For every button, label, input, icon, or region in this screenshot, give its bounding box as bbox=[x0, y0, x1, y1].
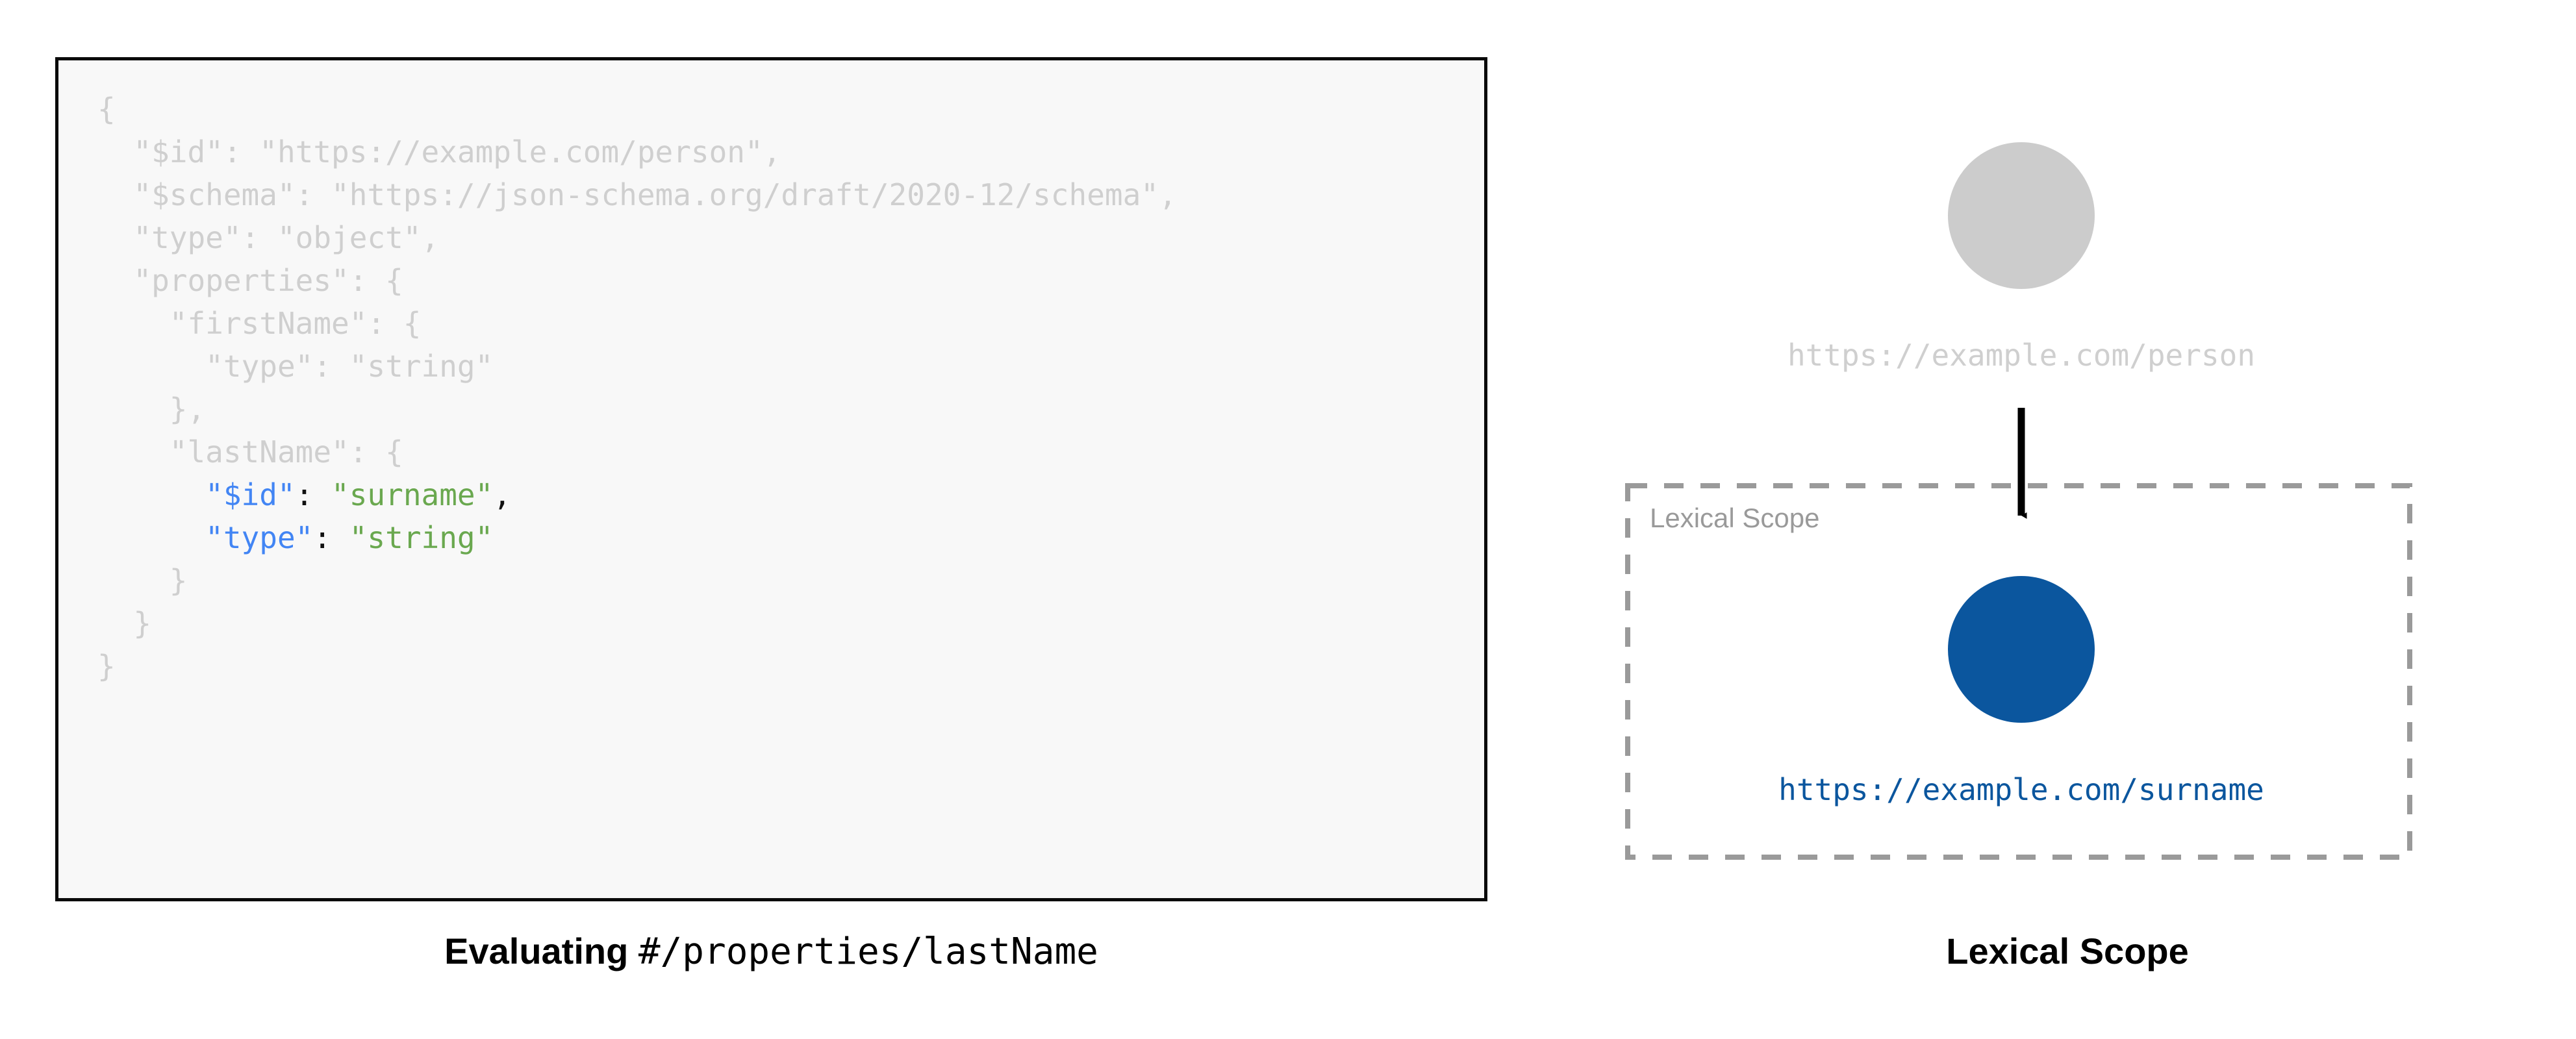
code-line: "$id": "surname", bbox=[97, 473, 1177, 516]
code-text-dim: "type": "string" bbox=[97, 349, 494, 384]
code-line: "type": "object", bbox=[97, 216, 1177, 259]
code-text-dim: }, bbox=[97, 392, 206, 427]
code-text-dim: } bbox=[97, 649, 116, 684]
code-line: "type": "string" bbox=[97, 516, 1177, 559]
lexical-scope-diagram: Lexical Scope https://example.com/person… bbox=[1559, 0, 2576, 922]
code-key: "$id" bbox=[205, 477, 296, 512]
code-colon: : bbox=[295, 477, 332, 512]
code-line: "lastName": { bbox=[97, 431, 1177, 473]
code-line: } bbox=[97, 559, 1177, 602]
caption-right-text: Lexical Scope bbox=[1946, 931, 2189, 971]
code-string-value: "surname" bbox=[331, 477, 494, 512]
code-line: } bbox=[97, 602, 1177, 645]
code-line: { bbox=[97, 88, 1177, 131]
code-line: "type": "string" bbox=[97, 345, 1177, 388]
json-code-listing[interactable]: { "$id": "https://example.com/person", "… bbox=[97, 88, 1177, 688]
code-text-dim: "type": "object", bbox=[97, 220, 440, 255]
code-text-dim: "$schema": "https://json-schema.org/draf… bbox=[97, 177, 1177, 212]
caption-left-pointer: #/properties/lastName bbox=[638, 931, 1098, 973]
code-text-dim: } bbox=[97, 563, 188, 598]
code-text-dim: "properties": { bbox=[97, 263, 403, 298]
caption-left-space bbox=[628, 931, 638, 971]
caption-left: Evaluating #/properties/lastName bbox=[55, 930, 1487, 973]
caption-right: Lexical Scope bbox=[1559, 930, 2576, 972]
caption-left-bold: Evaluating bbox=[444, 931, 629, 971]
code-line: } bbox=[97, 645, 1177, 688]
code-line: "properties": { bbox=[97, 259, 1177, 302]
lexical-scope-tag: Lexical Scope bbox=[1650, 503, 1820, 533]
code-key: "type" bbox=[205, 520, 314, 555]
code-text-dim: { bbox=[97, 92, 116, 127]
code-line: "$id": "https://example.com/person", bbox=[97, 131, 1177, 173]
code-indent bbox=[97, 477, 205, 512]
code-text-dim: "lastName": { bbox=[97, 434, 403, 469]
code-line: "firstName": { bbox=[97, 302, 1177, 345]
code-line: "$schema": "https://json-schema.org/draf… bbox=[97, 173, 1177, 216]
parent-node-circle[interactable] bbox=[1948, 142, 2095, 289]
parent-node-label: https://example.com/person bbox=[1787, 338, 2255, 373]
code-comma: , bbox=[493, 477, 511, 512]
code-string-value: "string" bbox=[349, 520, 494, 555]
code-line: }, bbox=[97, 388, 1177, 431]
child-node-label: https://example.com/surname bbox=[1778, 772, 2264, 807]
code-text-dim: } bbox=[97, 606, 152, 641]
code-indent bbox=[97, 520, 205, 555]
code-panel: { "$id": "https://example.com/person", "… bbox=[55, 57, 1487, 901]
child-node-circle[interactable] bbox=[1948, 576, 2095, 723]
code-colon: : bbox=[313, 520, 349, 555]
code-text-dim: "firstName": { bbox=[97, 306, 422, 341]
lexical-scope-box bbox=[1625, 483, 2412, 860]
code-text-dim: "$id": "https://example.com/person", bbox=[97, 134, 781, 169]
